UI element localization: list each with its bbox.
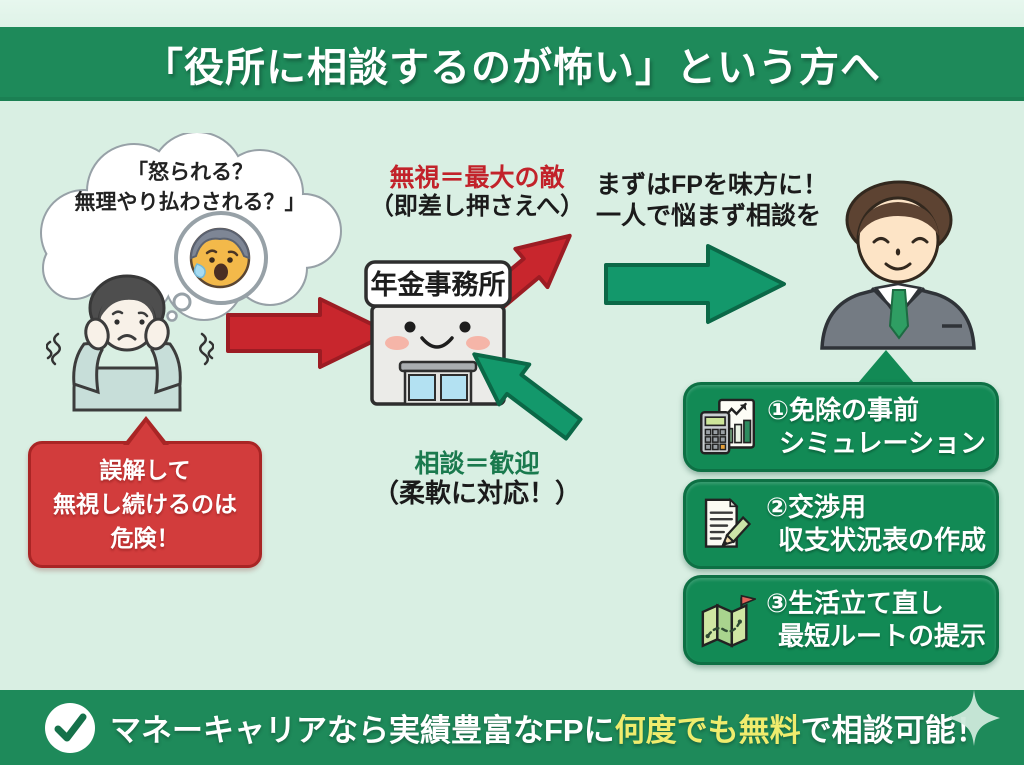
footer-text-highlight: 何度でも無料 [614, 713, 801, 748]
welcome-note: （柔軟に対応！） [372, 478, 581, 508]
welcome-label: 相談＝歓迎 （柔軟に対応！） [352, 450, 602, 509]
welcome-title: 相談＝歓迎 [414, 450, 540, 478]
ignore-note: （即差し押さえへ） [369, 193, 585, 220]
fp-advisor-illustration [820, 180, 976, 350]
building-sign: 年金事務所 [371, 269, 506, 300]
benefit-1-line1: ①免除の事前 [767, 395, 920, 425]
footer-message: マネーキャリアなら実績豊富なFPに何度でも無料で相談可能！ [110, 705, 987, 750]
warning-speech-bubble: 誤解して 無視し続けるのは 危険！ [28, 416, 262, 568]
benefit-1-line2: シミュレーション [779, 428, 986, 458]
benefit-box-3: ③生活立て直し 最短ルートの提示 [683, 575, 999, 665]
thought-text-line2: 無理やり払わされる？」 [75, 190, 306, 214]
footer-banner: マネーキャリアなら実績豊富なFPに何度でも無料で相談可能！ [0, 690, 1024, 765]
map-flag-icon [701, 594, 756, 648]
benefit-box-2: ②交渉用 収支状況表の作成 [683, 479, 999, 569]
benefit-3-line2: 最短ルートの提示 [777, 621, 986, 651]
green-diagonal-arrow [472, 352, 583, 441]
pension-office-building: 年金事務所 [364, 260, 512, 406]
page-title: 「役所に相談するのが怖い」という方へ [143, 46, 881, 90]
thought-text-line1: 「怒られる？ [127, 160, 253, 184]
warning-text-line3: 危険！ [110, 525, 180, 551]
worried-person-illustration [46, 274, 214, 412]
benefit-2-line2: 収支状況表の作成 [777, 525, 986, 555]
warning-text-line2: 無視し続けるのは [53, 491, 237, 517]
fp-heading-line1: まずはFPを味方に！ [596, 171, 828, 199]
footer-text-start: マネーキャリアなら実績豊富なFPに [110, 713, 615, 748]
benefit-2-line1: ②交渉用 [765, 492, 866, 522]
warning-text-line1: 誤解して [99, 457, 191, 483]
worried-face-icon [166, 211, 268, 322]
red-right-arrow [226, 297, 392, 369]
check-circle-icon [45, 702, 95, 753]
calculator-chart-icon [700, 398, 755, 455]
benefits-pointer [858, 350, 914, 383]
ignore-title: 無視＝最大の敵 [389, 164, 565, 192]
fp-heading-line2: 一人で悩まず相談を [596, 202, 822, 230]
sparkle-icon [948, 690, 1000, 746]
ignore-label: 無視＝最大の敵 （即差し押さえへ） [352, 164, 602, 221]
header-banner: 「役所に相談するのが怖い」という方へ [0, 27, 1024, 101]
fp-heading: まずはFPを味方に！ 一人で悩まず相談を [596, 170, 828, 232]
benefit-3-line1: ③生活立て直し [765, 588, 944, 618]
document-pencil-icon [704, 497, 752, 548]
benefit-box-1: ①免除の事前 シミュレーション [683, 382, 999, 472]
green-right-arrow [604, 244, 786, 324]
